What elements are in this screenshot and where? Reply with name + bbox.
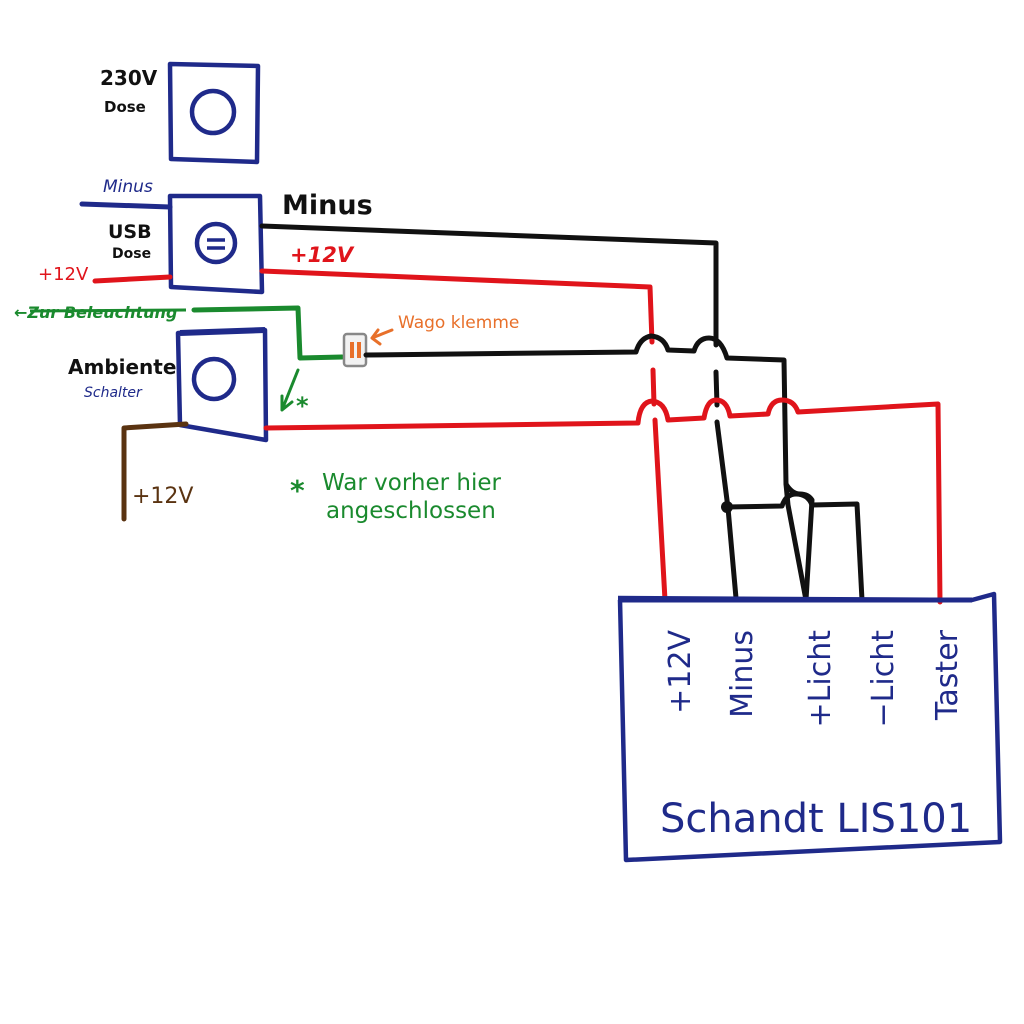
wire-green-lighting bbox=[191, 305, 345, 361]
usb-socket-icon bbox=[194, 221, 238, 265]
terminal-label: Minus bbox=[725, 630, 760, 718]
note-line-1: War vorher hier bbox=[322, 470, 501, 496]
switch-icon bbox=[191, 356, 237, 402]
socket-230v bbox=[167, 61, 261, 165]
label-wago: Wago klemme bbox=[398, 313, 519, 333]
wire-plus12-main bbox=[259, 268, 668, 603]
socket-230v-icon bbox=[189, 88, 237, 136]
label-plus12-brown: +12V bbox=[132, 484, 193, 509]
wire-plus12-in bbox=[92, 274, 173, 284]
label-minus-navy: Minus bbox=[103, 177, 153, 197]
star-mark-icon: * bbox=[296, 392, 309, 420]
note-star-icon: * bbox=[290, 474, 305, 507]
terminal-label: +12V bbox=[663, 630, 698, 714]
label-usb-dose: Dose bbox=[112, 246, 151, 262]
wago-clamp bbox=[342, 332, 368, 368]
label-schalter: Schalter bbox=[84, 385, 143, 401]
label-ambiente: Ambiente bbox=[68, 355, 176, 379]
device-terminals: +12V Minus +Licht −Licht Taster bbox=[663, 629, 965, 727]
label-zur-beleuchtung: ←Zur Beleuchtung bbox=[14, 303, 177, 322]
socket-usb bbox=[167, 193, 265, 295]
device-name: Schandt LIS101 bbox=[660, 796, 972, 842]
green-arrow-icon bbox=[280, 368, 300, 412]
label-230v: 230V bbox=[100, 66, 158, 90]
note-line-2: angeschlossen bbox=[326, 498, 496, 524]
label-minus-black: Minus bbox=[282, 190, 373, 221]
terminal-label: +Licht bbox=[803, 630, 838, 728]
wire-plus-licht bbox=[363, 333, 815, 603]
wire-minus-navy bbox=[79, 201, 173, 210]
wire-minus-licht bbox=[724, 491, 865, 603]
label-plus12-red: +12V bbox=[290, 243, 355, 267]
ambiente-switch bbox=[175, 327, 269, 443]
label-plus12-left: +12V bbox=[38, 264, 89, 285]
wire-taster bbox=[263, 397, 943, 605]
label-230v-dose: Dose bbox=[104, 98, 146, 116]
wire-plus-licht-lower bbox=[783, 481, 809, 603]
terminal-label: Taster bbox=[930, 629, 965, 721]
wago-arrow-icon bbox=[370, 328, 394, 346]
device-schandt bbox=[617, 591, 1003, 863]
label-usb: USB bbox=[108, 221, 152, 243]
terminal-label: −Licht bbox=[866, 630, 901, 728]
wire-brown-plus12 bbox=[121, 421, 189, 522]
